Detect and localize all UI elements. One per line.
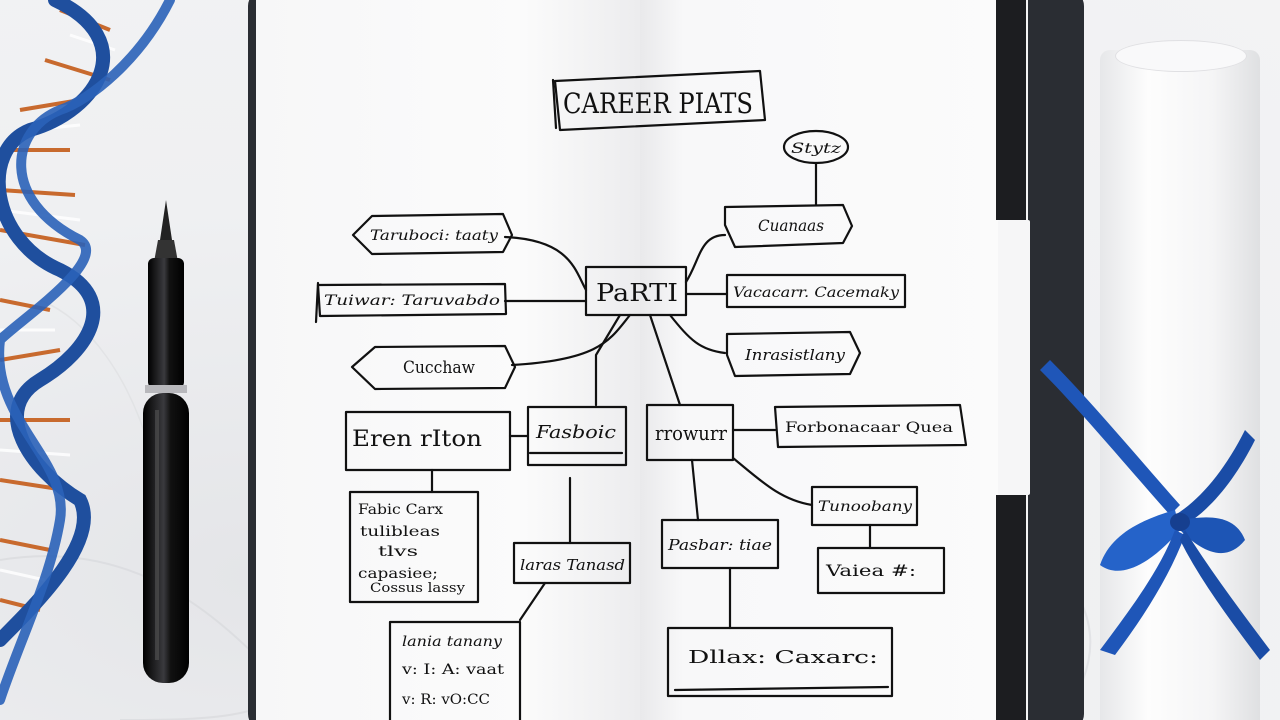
- blue-ribbon: [1040, 360, 1270, 660]
- node-left-3: Cucchaw: [403, 358, 475, 378]
- node-left-4: Eren rIton: [352, 427, 482, 452]
- node-left-6-line-4: capasiee;: [358, 566, 438, 582]
- notebook-elastic-band-lower: [996, 495, 1026, 720]
- notebook-right-page: [640, 0, 1002, 720]
- node-left-7: laras Tanasd: [520, 556, 625, 574]
- node-left-6-line-5: Cossus lassy: [370, 581, 466, 596]
- node-left-2: Tuiwar: Taruvabdo: [324, 293, 500, 309]
- diploma-roll-end: [1115, 40, 1247, 72]
- notebook-left-page: [256, 0, 640, 720]
- node-left-6-line-1: Fabic Carx: [358, 502, 443, 518]
- node-right-7: Pasbar: tiae: [667, 536, 772, 554]
- fountain-pen: [143, 200, 189, 683]
- page-divider-tab: [998, 220, 1030, 495]
- node-left-1: Taruboci: taaty: [370, 228, 499, 244]
- node-left-8-line-3: v: R: vO:CC: [401, 692, 490, 708]
- map-title: CAREER PIATS: [563, 87, 753, 120]
- node-right-2: Vacacarr. Cacemaky: [733, 285, 900, 301]
- top-oval-label: Stytz: [791, 141, 842, 157]
- node-left-8-line-2: v: I: A: vaat: [401, 662, 505, 678]
- node-right-6: Tunoobany: [818, 499, 913, 515]
- node-right-8: Vaiea #:: [825, 561, 916, 580]
- node-left-5: Fasboic: [535, 422, 616, 443]
- notebook-elastic-band: [996, 0, 1026, 220]
- dna-helix-decoration: [0, 0, 175, 705]
- node-right-5: Forbonacaar Quea: [785, 420, 953, 436]
- node-right-3: Inrasistlany: [744, 346, 846, 364]
- node-right-9: Dllax: Caxarc:: [688, 647, 878, 668]
- node-right-1: Cuanaas: [758, 216, 824, 235]
- node-left-6-line-3: tlvs: [378, 544, 418, 560]
- center-box-label: PaRTI: [596, 279, 678, 307]
- node-right-4: rrowurr: [655, 421, 727, 445]
- node-left-6-line-2: tulibleas: [360, 524, 440, 540]
- node-left-8-line-1: lania tanany: [402, 634, 503, 650]
